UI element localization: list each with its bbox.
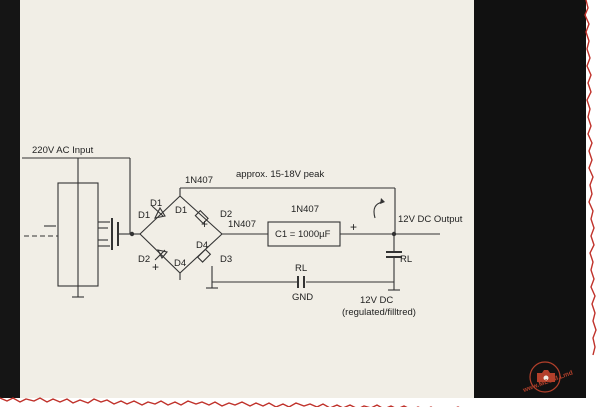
bridge-rectifier [132,187,395,280]
plus-mark-left: + [201,217,208,231]
input-label: 220V AC Input [32,145,94,156]
plus-mark-bottom: + [152,260,159,274]
bridge-part-right: 1N407 [228,219,256,230]
right-dark-band [474,0,586,398]
diode-d1-inner-label: D1 [150,198,162,209]
regulator-part-label: 1N407 [291,204,319,215]
diode-d1-inner-label-2: D1 [175,205,187,216]
torn-edge-right [584,0,597,356]
diode-d2-outer-label: D2 [138,254,150,265]
output-capacitor [386,234,402,282]
watermark-ring [529,361,561,393]
bridge-top-right-arm [179,195,223,235]
output-cap-label: RL [400,254,412,265]
diode-d4-lower-label: D4 [174,258,186,269]
bridge-part-top: 1N407 [185,175,213,186]
gnd-label: GND [292,292,313,303]
diode-d1-outer-label: D1 [138,210,150,221]
capacitor-c1-label: C1 = 1000µF [275,229,331,240]
diode-d4-upper-symbol [196,248,212,263]
diode-d4-upper-label: D4 [196,240,208,251]
torn-edge-bottom [0,397,460,407]
curved-arrow-head-icon [380,198,385,204]
diode-d3-label: D3 [220,254,232,265]
transformer [24,158,132,298]
dc-output-label: 12V DC [360,295,393,306]
return-cap-label: RL [295,263,307,274]
diode-d4-lower-symbol [154,249,169,261]
dc-output-sub-label: (regulated/filltred) [342,307,416,318]
watermark-lens-icon [543,375,549,381]
diode-d1-symbol [151,205,166,219]
plus-mark-capacitor: + [350,220,357,234]
peak-voltage-note: approx. 15-18V peak [236,169,324,180]
bridge-top-left-arm [139,195,181,235]
diode-d2-symbol [194,209,209,225]
output-label: 12V DC Output [398,214,463,225]
diode-d2-inner-label: D2 [220,209,232,220]
left-dark-strip [0,0,20,398]
schematic-panel [20,0,474,398]
